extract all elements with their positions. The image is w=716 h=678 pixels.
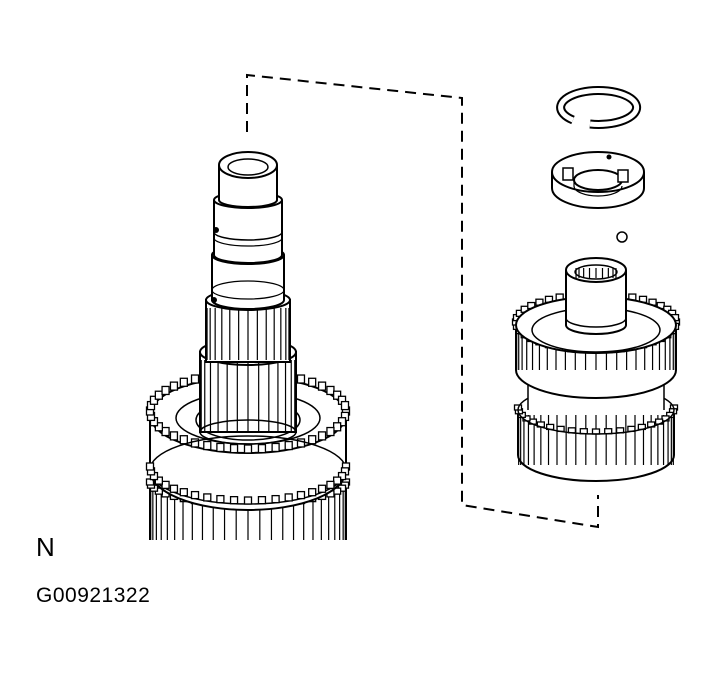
view-letter: N bbox=[36, 532, 55, 562]
gear-assembly bbox=[511, 257, 681, 482]
middle-gear-lower-teeth bbox=[145, 462, 351, 505]
main-shaft bbox=[145, 151, 351, 540]
snap-ring bbox=[556, 85, 642, 129]
hub-spline bbox=[575, 268, 617, 278]
assembly-guide-line bbox=[246, 73, 599, 529]
thrust-washer bbox=[551, 151, 645, 209]
shaft-journal bbox=[211, 151, 285, 310]
spline-lines-upper bbox=[206, 308, 290, 360]
shaft-spline bbox=[199, 289, 297, 445]
lower-gear-teeth bbox=[513, 404, 679, 465]
figure-id: G00921322 bbox=[36, 584, 151, 607]
ball bbox=[616, 231, 628, 243]
